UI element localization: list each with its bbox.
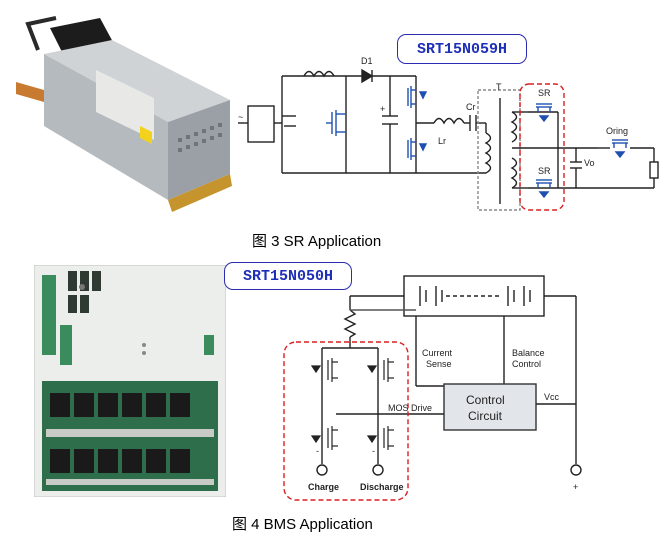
current-sense-label-line2: Sense: [426, 359, 452, 369]
d1-label: D1: [361, 56, 373, 66]
pfc-mosfet-icon: [326, 110, 346, 136]
sr-top-mosfet-icon: [536, 103, 552, 123]
charge-bottom-mosfet-icon: [310, 426, 338, 450]
power-supply-photo: [8, 10, 238, 216]
cr-label: Cr: [466, 102, 476, 112]
vcc-plus-label: +: [573, 482, 578, 492]
plus-label: +: [380, 104, 385, 114]
oring-mosfet-icon: [612, 139, 628, 159]
discharge-top-mosfet-icon: [366, 358, 394, 382]
sr-top-label: SR: [538, 88, 551, 98]
mos-drive-label: MOS Drive: [388, 403, 432, 413]
sr-bottom-label: SR: [538, 166, 551, 176]
control-circuit-label-line1: Control: [466, 393, 505, 407]
minus-left-label: -: [316, 446, 319, 456]
charge-top-mosfet-icon: [310, 358, 338, 382]
hb-bottom-mosfet-icon: [407, 138, 428, 160]
vo-label: Vo: [584, 158, 595, 168]
current-sense-label-line1: Current: [422, 348, 453, 358]
t-label: T: [496, 82, 502, 92]
hb-top-mosfet-icon: [407, 86, 428, 108]
discharge-bottom-mosfet-icon: [366, 426, 394, 450]
tilde-label: ~: [238, 112, 243, 122]
sr-application-circuit: D1 Cr Lr T SR SR Oring Vo + ~: [238, 56, 659, 211]
figure4-caption: 图 4 BMS Application: [232, 516, 373, 533]
sr-bottom-mosfet-icon: [536, 179, 552, 199]
bms-mosfet-highlight-box: [283, 341, 409, 501]
minus-right-label: -: [372, 446, 375, 456]
oring-label: Oring: [606, 126, 628, 136]
lr-label: Lr: [438, 136, 446, 146]
part-tag-srt15n059h: SRT15N059H: [397, 34, 527, 64]
discharge-label: Discharge: [360, 482, 404, 492]
bms-board-photo: [34, 265, 226, 497]
sr-highlight-box: [519, 83, 565, 211]
charge-label: Charge: [308, 482, 339, 492]
part-tag-srt15n050h: SRT15N050H: [224, 262, 352, 290]
bms-application-circuit: Current Sense Balance Control MOS Drive …: [283, 275, 582, 501]
balance-control-label-line2: Control: [512, 359, 541, 369]
balance-control-label-line1: Balance: [512, 348, 545, 358]
control-circuit-label-line2: Circuit: [468, 409, 503, 423]
vcc-label: Vcc: [544, 392, 560, 402]
figure3-caption: 图 3 SR Application: [252, 233, 382, 250]
bridge-rectifier: [247, 105, 275, 143]
